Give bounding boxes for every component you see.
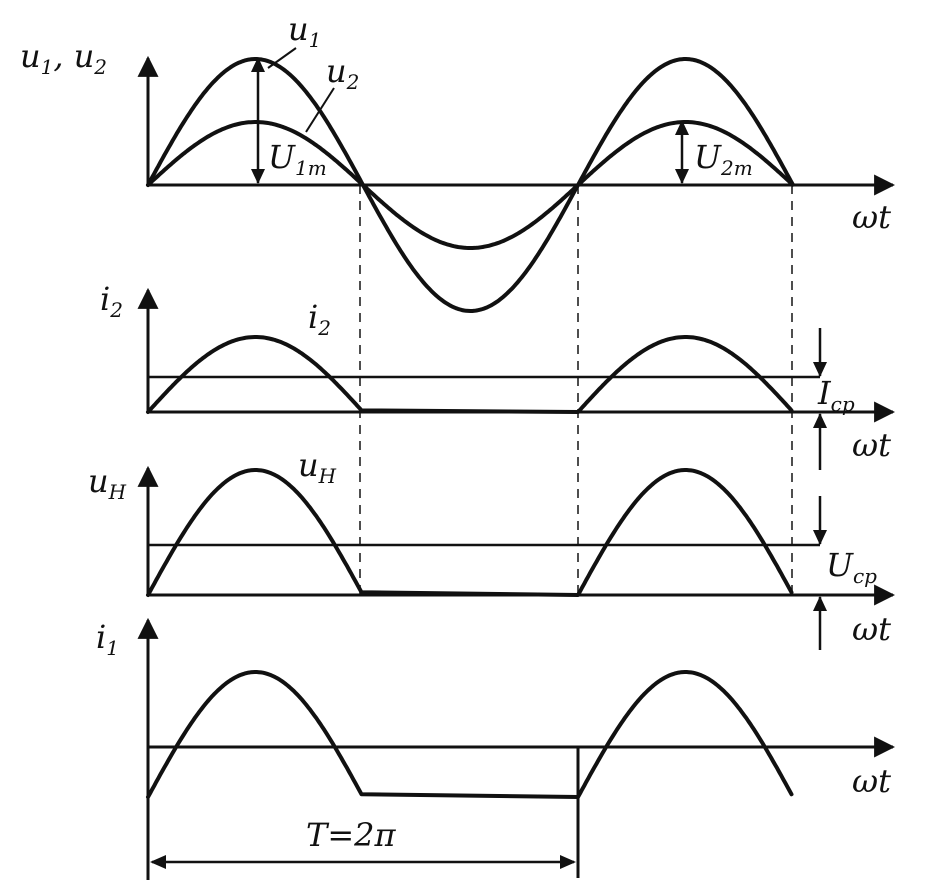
u2m-arrowhead-bottom [675, 169, 689, 184]
curve-i1 [146, 670, 794, 799]
period-label: T=2π [306, 816, 397, 854]
curve-u2 [146, 120, 795, 250]
panel3-y-axis-label: uH [88, 462, 127, 504]
ucp-arrowhead-bottom [813, 596, 827, 611]
period-arrowhead-left [150, 855, 166, 869]
panel3-x-axis-label: ωt [852, 610, 891, 648]
panel1-y-axis-label: u1, u2 [20, 37, 107, 79]
curve-uh [146, 468, 794, 597]
panel-i2: i2 i2 Icp ωt [100, 280, 896, 470]
icp-arrowhead-bottom [813, 413, 827, 428]
curve-i2-label: i2 [308, 298, 331, 340]
ucp-label: Ucp [826, 546, 877, 588]
curve-u2-label: u2 [326, 52, 359, 94]
icp-label: Icp [817, 374, 855, 416]
panel2-y-axis-label: i2 [100, 280, 123, 322]
u1m-arrowhead-top [251, 57, 265, 72]
u1m-arrowhead-bottom [251, 169, 265, 184]
panel2-x-axis-label: ωt [852, 426, 891, 464]
icp-arrowhead-top [813, 362, 827, 377]
u2m-label: U2m [694, 138, 753, 180]
curve-u1-label: u1 [288, 10, 321, 52]
panel1-x-axis-label: ωt [852, 198, 891, 236]
panel-uh: uH uH Ucp ωt [88, 446, 896, 650]
u2-label-leader [305, 87, 335, 133]
panel-u1-u2: u1, u2 u1 u2 U1m U2m ωt [20, 10, 896, 313]
period-arrowhead-right [560, 855, 576, 869]
panel-i1: i1 ωt T=2π [96, 617, 896, 880]
curve-i2 [146, 335, 794, 414]
panel4-x-axis-label: ωt [852, 762, 891, 800]
panel4-y-axis-label: i1 [96, 618, 119, 660]
curve-u1 [146, 57, 795, 313]
ucp-arrowhead-top [813, 530, 827, 545]
u1-label-leader [267, 47, 297, 69]
u1m-label: U1m [268, 138, 327, 180]
u2m-arrowhead-top [675, 120, 689, 135]
curve-uh-label: uH [298, 446, 337, 488]
